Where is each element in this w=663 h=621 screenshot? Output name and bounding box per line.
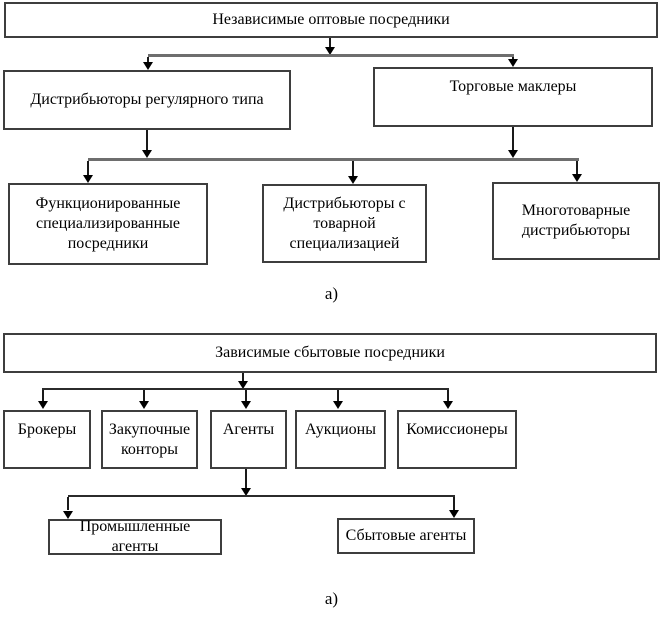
arrow-down-icon bbox=[83, 175, 93, 183]
connector-line bbox=[147, 57, 149, 63]
connector-line bbox=[576, 161, 578, 174]
connector-line bbox=[87, 161, 89, 175]
arrow-down-icon bbox=[508, 59, 518, 67]
node-label: Закупочные конторы bbox=[108, 421, 191, 458]
arrow-down-icon bbox=[238, 381, 248, 389]
node-sales-agents: Сбытовые агенты bbox=[337, 518, 475, 554]
node-product-specialized-distributors: Дистрибьюторы с товарной специализацией bbox=[262, 184, 427, 263]
connector-rail bbox=[42, 388, 449, 390]
node-label: Торговые маклеры bbox=[449, 78, 577, 95]
caption-bottom: а) bbox=[324, 589, 339, 608]
node-label: Функционированные специализированные пос… bbox=[35, 195, 181, 252]
connector-line bbox=[242, 373, 244, 382]
node-functional-specialized-intermediaries: Функционированные специализированные пос… bbox=[8, 183, 208, 265]
node-label: Промышленные агенты bbox=[79, 518, 191, 555]
node-dependent-sales-intermediaries: Зависимые сбытовые посредники bbox=[3, 333, 657, 373]
node-agents: Агенты bbox=[210, 410, 287, 469]
arrow-down-icon bbox=[443, 401, 453, 409]
connector-rail bbox=[68, 495, 455, 497]
node-commissioners: Комиссионеры bbox=[397, 410, 517, 469]
arrow-down-icon bbox=[38, 401, 48, 409]
node-label: Независимые оптовые посредники bbox=[212, 11, 450, 28]
node-regular-type-distributors: Дистрибьюторы регулярного типа bbox=[3, 70, 291, 130]
arrow-down-icon bbox=[333, 401, 343, 409]
node-label: Сбытовые агенты bbox=[345, 527, 467, 544]
node-brokers: Брокеры bbox=[3, 410, 91, 469]
arrow-down-icon bbox=[143, 62, 153, 70]
node-label: Брокеры bbox=[17, 421, 77, 438]
connector-line bbox=[143, 390, 145, 401]
node-purchasing-offices: Закупочные конторы bbox=[101, 410, 198, 469]
node-label: Дистрибьюторы с товарной специализацией bbox=[283, 194, 406, 252]
arrow-down-icon bbox=[241, 401, 251, 409]
connector-rail bbox=[88, 158, 579, 161]
node-independent-wholesale-intermediaries: Независимые оптовые посредники bbox=[4, 2, 658, 38]
node-label: Агенты bbox=[222, 421, 275, 438]
node-label: Аукционы bbox=[305, 421, 376, 438]
arrow-down-icon bbox=[142, 150, 152, 158]
connector-line bbox=[245, 390, 247, 401]
connector-line bbox=[447, 390, 449, 401]
arrow-down-icon bbox=[139, 401, 149, 409]
arrow-down-icon bbox=[241, 488, 251, 496]
node-label: Многотоварные дистрибьюторы bbox=[521, 202, 631, 239]
arrow-down-icon bbox=[325, 47, 335, 55]
arrow-down-icon bbox=[348, 176, 358, 184]
connector-line bbox=[42, 390, 44, 401]
arrow-down-icon bbox=[508, 150, 518, 158]
node-label: Комиссионеры bbox=[406, 421, 508, 438]
arrow-down-icon bbox=[572, 174, 582, 182]
connector-line bbox=[329, 38, 331, 47]
arrow-down-icon bbox=[63, 511, 73, 519]
connector-line bbox=[512, 127, 514, 150]
connector-rail bbox=[148, 54, 514, 57]
node-multiproduct-distributors: Многотоварные дистрибьюторы bbox=[492, 182, 660, 260]
node-auctions: Аукционы bbox=[295, 410, 386, 469]
connector-line bbox=[337, 390, 339, 401]
arrow-down-icon bbox=[449, 510, 459, 518]
node-industrial-agents: Промышленные агенты bbox=[48, 518, 222, 555]
connector-line bbox=[245, 469, 247, 488]
caption-top: а) bbox=[324, 284, 339, 303]
connector-line bbox=[453, 497, 455, 510]
connector-line bbox=[512, 57, 514, 60]
node-label: Зависимые сбытовые посредники bbox=[215, 344, 445, 361]
node-trade-brokers: Торговые маклеры bbox=[373, 67, 653, 127]
node-label: Дистрибьюторы регулярного типа bbox=[30, 91, 264, 108]
connector-line bbox=[146, 130, 148, 150]
connector-line bbox=[67, 497, 69, 510]
connector-line bbox=[352, 161, 354, 176]
